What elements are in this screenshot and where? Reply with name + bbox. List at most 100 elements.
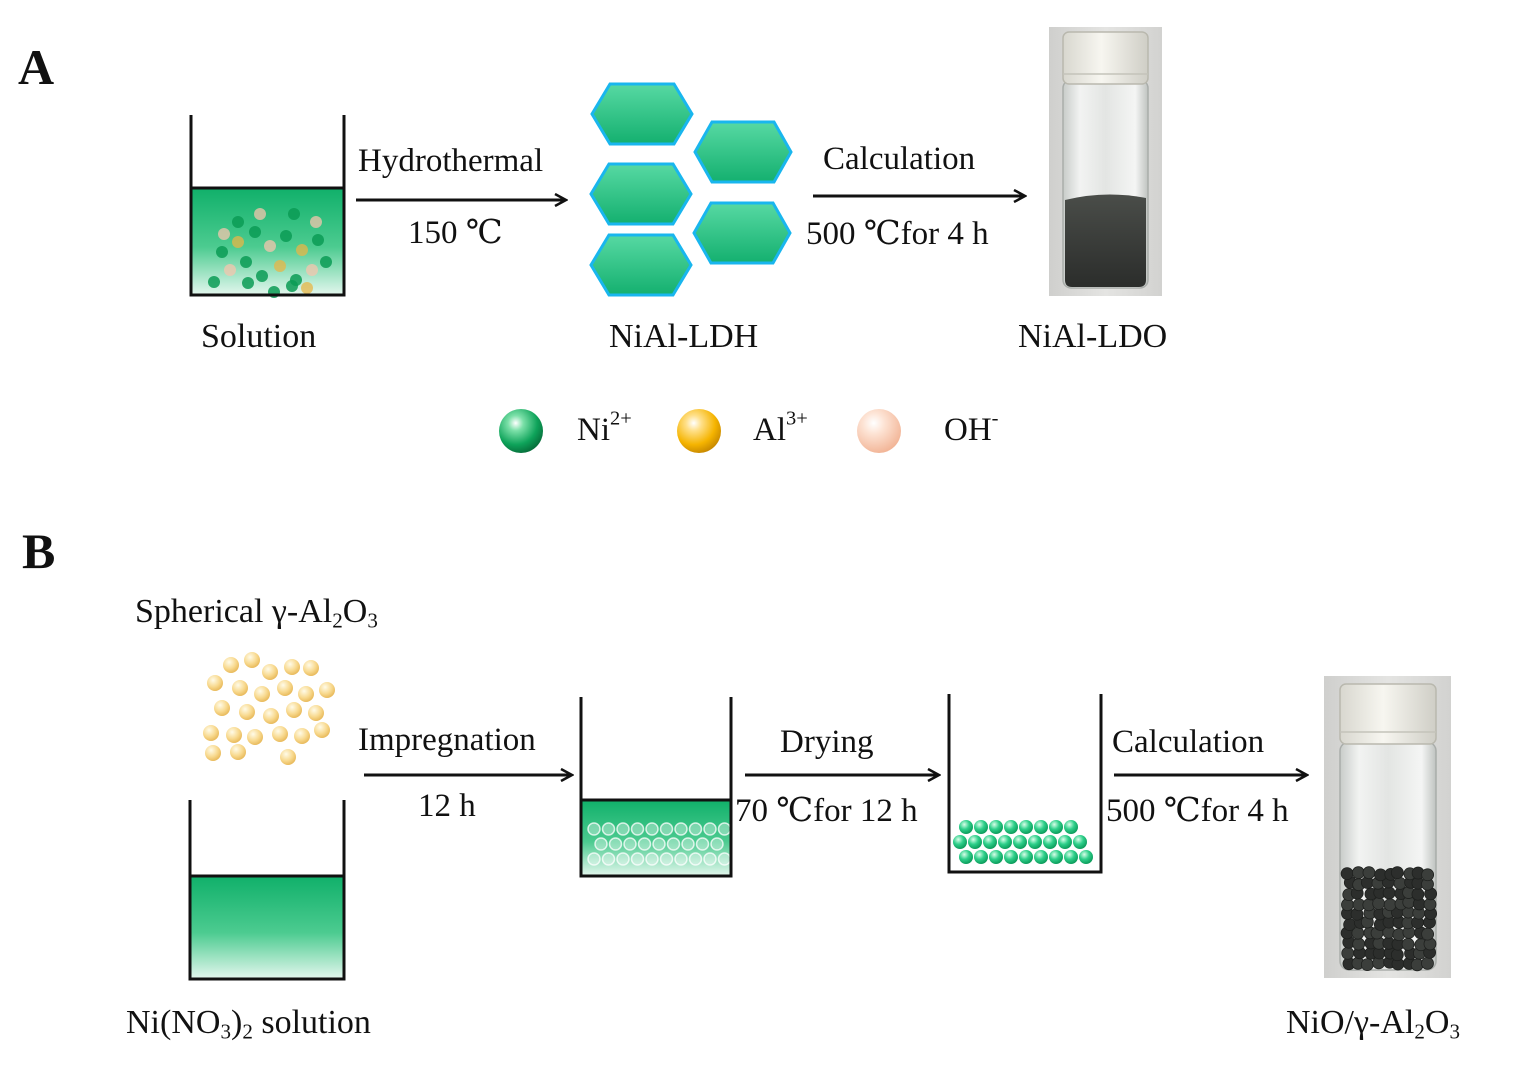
ion-particle [224,264,236,276]
catalyst-pellet [1352,937,1366,951]
ion-particle [232,216,244,228]
dried-pellet [1019,820,1033,834]
panel-label-a: A [18,39,55,95]
dried-pellet [1043,835,1057,849]
support-caption: Spherical γ-Al2O3 [135,593,378,633]
dried-pellets [953,820,1093,864]
dried-pellet [1049,850,1063,864]
dried-pellet [1058,835,1072,849]
ion-particle [280,230,292,242]
ion-particle [310,216,322,228]
ion-particle [286,280,298,292]
dried-pellet [989,850,1003,864]
dried-pellet [1034,820,1048,834]
ion-particle [312,234,324,246]
soaked-sphere [695,837,710,851]
soaked-sphere [645,822,659,836]
alumina-sphere [280,749,296,765]
nitrate-caption: Ni(NO3)2 solution [126,1004,371,1044]
ldh-platelet [589,162,693,226]
ion-particle [232,236,244,248]
ion-particle [208,276,220,288]
dried-beaker [947,694,1103,874]
soaked-sphere [616,852,630,866]
alumina-sphere [277,680,293,696]
catalyst-pellet [1341,946,1355,960]
product-vial-photo [1324,676,1451,978]
ion-particle [288,208,300,220]
soaked-sphere [681,837,695,851]
soaked-sphere [674,822,688,836]
alumina-sphere [203,725,219,741]
impregnation-beaker [579,697,733,878]
dried-pellet [959,820,973,834]
ion-particle [256,270,268,282]
catalyst-pellet [1421,927,1435,941]
ion-particle [274,260,286,272]
alumina-sphere [207,675,223,691]
alumina-sphere [230,744,246,760]
ion-particle [218,228,230,240]
nitrate-beaker [188,800,346,981]
alumina-sphere [226,727,242,743]
soaked-sphere [630,822,645,836]
catalyst-pellet [1393,876,1407,890]
ni-ion-legend-icon [499,409,543,453]
drying-condition: 70 ℃for 12 h [735,793,918,829]
solution-caption: Solution [201,318,317,355]
ion-particle [320,256,332,268]
alumina-sphere [214,700,230,716]
catalyst-pellet [1382,886,1396,900]
ldh-platelet [693,120,793,184]
calculation-condition-a: 500 ℃for 4 h [806,216,989,252]
soaked-sphere [659,852,674,866]
impregnation-label: Impregnation [358,722,536,758]
alumina-sphere [308,705,324,721]
soaked-sphere [587,852,601,866]
alumina-sphere [319,682,335,698]
alumina-sphere [262,664,278,680]
alumina-sphere [286,702,302,718]
product-caption: NiO/γ-Al2O3 [1286,1004,1461,1044]
soaked-sphere [601,852,616,866]
ldh-caption: NiAl-LDH [609,318,759,355]
alumina-sphere [284,659,300,675]
alumina-sphere [254,686,270,702]
ion-particle [301,282,313,294]
panel-label-b: B [22,523,56,579]
dried-pellet [968,835,982,849]
ion-particle [249,226,261,238]
alumina-sphere [232,680,248,696]
soaked-sphere [688,852,703,866]
hydrothermal-label: Hydrothermal [358,143,544,179]
catalyst-pellet [1401,937,1415,951]
catalyst-pellet [1421,868,1435,882]
ldh-platelet [692,201,792,265]
alumina-sphere [303,660,319,676]
alumina-sphere [239,704,255,720]
ion-particle [264,240,276,252]
dried-pellet [1064,820,1078,834]
ldh-hexagons [589,82,793,297]
catalyst-pellet [1383,898,1397,912]
catalyst-pellet [1360,958,1374,972]
soaked-sphere [616,822,630,836]
ldo-vial-photo [1049,27,1162,296]
hydrothermal-condition: 150 ℃ [408,215,503,251]
alumina-sphere [294,728,310,744]
ion-particle [296,244,308,256]
dried-pellet [1004,850,1018,864]
alumina-sphere [247,729,263,745]
ion-particle [240,256,252,268]
legend-al: Al3+ [753,407,808,448]
ldo-caption: NiAl-LDO [1018,318,1168,355]
drying-label: Drying [780,724,874,760]
oh-ion-legend-icon [857,409,901,453]
dried-pellet [959,850,973,864]
dried-pellet [974,820,988,834]
soaked-sphere [630,852,645,866]
alumina-sphere [244,652,260,668]
dried-pellet [953,835,967,849]
dried-pellet [1019,850,1033,864]
catalyst-pellet [1390,866,1404,880]
